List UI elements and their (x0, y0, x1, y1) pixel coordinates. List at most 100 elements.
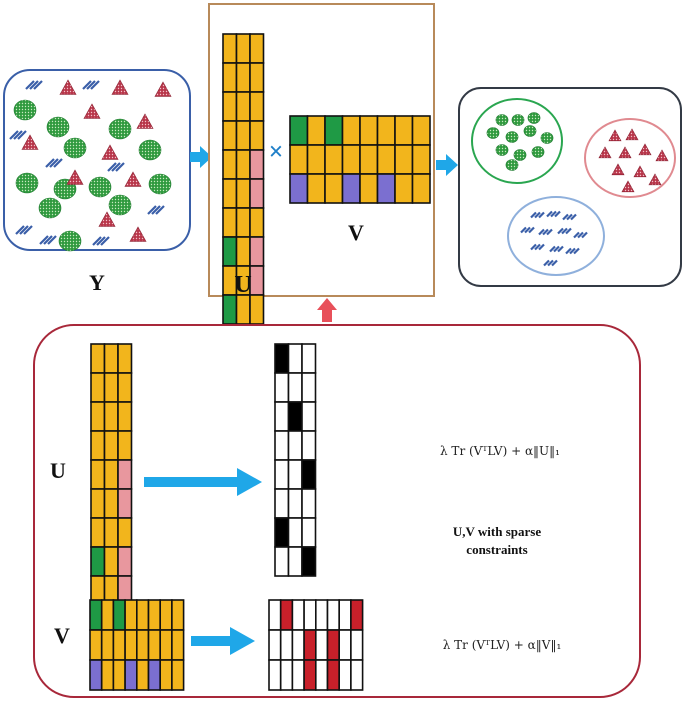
matrix-v-original-cell (147, 659, 161, 691)
arrow-right-icon (144, 468, 262, 496)
triangle-icon (21, 134, 39, 150)
triangle-icon (625, 128, 639, 141)
label-v-bottom: V (54, 623, 70, 648)
matrix-u-sparse-cell (301, 343, 317, 374)
hatch-icon (9, 130, 27, 140)
matrix-u-sparse-cell (274, 546, 290, 577)
matrix-v-sparse-cell (326, 629, 340, 661)
matrix-v-original-cell (89, 599, 103, 631)
triangle-icon (655, 149, 669, 162)
hatch-icon (92, 236, 110, 246)
matrix-v-cell (411, 173, 431, 204)
matrix-v-original-cell (112, 629, 126, 661)
matrix-u-sparse-cell (287, 517, 303, 548)
matrix-v-sparse-cell (326, 659, 340, 691)
matrix-v-original-cell (171, 599, 185, 631)
matrix-v-cell (289, 173, 309, 204)
matrix-u-original-cell (117, 430, 133, 461)
matrix-v-sparse-cell (338, 629, 352, 661)
hatch-icon (538, 228, 553, 236)
matrix-v-sparse-cell (350, 629, 364, 661)
matrix-u-original-cell (103, 343, 119, 374)
matrix-v-sparse-cell (279, 659, 294, 691)
matrix-v-sparse-cell (303, 629, 317, 661)
matrix-u-sparse-cell (274, 459, 290, 490)
matrix-u-cell (249, 265, 265, 296)
matrix-u-original-cell (117, 401, 133, 432)
triangle-icon (638, 143, 652, 156)
cluster-blue (507, 196, 605, 276)
matrix-u-cell (249, 91, 265, 122)
matrix-v-original-cell (100, 629, 115, 661)
triangle-icon (59, 79, 77, 95)
dot-cluster-icon (13, 99, 37, 121)
matrix-u-cell (235, 91, 251, 122)
arrow-right-icon (436, 154, 458, 176)
hatch-icon (25, 80, 43, 90)
matrix-v-sparse-cell (338, 599, 352, 631)
triangle-icon (621, 180, 635, 193)
matrix-u-cell (235, 178, 251, 209)
matrix-v-sparse-cell (350, 659, 364, 691)
label-u-bottom: U (50, 458, 66, 483)
matrix-v-cell (306, 173, 326, 204)
matrix-v-original-cell (100, 659, 115, 691)
dot-cluster-icon (505, 159, 519, 171)
matrix-u-cell (222, 207, 238, 238)
matrix-v-original-cell (100, 599, 115, 631)
matrix-v-cell (289, 144, 309, 175)
matrix-v-original-cell (124, 659, 138, 691)
matrix-v-sparse-cell (314, 629, 329, 661)
matrix-v-sparse-cell (303, 659, 317, 691)
matrix-u-original-cell (90, 488, 106, 519)
matrix-u-original-cell (90, 459, 106, 490)
hatch-icon (562, 213, 577, 221)
matrix-v-original-cell (159, 659, 173, 691)
matrix-v-sparse-cell (314, 599, 329, 631)
hatch-icon (82, 80, 100, 90)
matrix-v-cell (376, 144, 396, 175)
data-points-mixed (9, 79, 172, 252)
matrix-v-cell (306, 144, 326, 175)
hatch-icon (543, 259, 558, 267)
matrix-v-sparse-cell (350, 599, 364, 631)
matrix-u-cell (222, 62, 238, 93)
matrix-u-cell (222, 178, 238, 209)
matrix-v-original-cell (124, 629, 138, 661)
arrow-up-icon (317, 298, 337, 322)
matrix-u-sparse-cell (301, 459, 317, 490)
matrix-v-cell (341, 115, 361, 146)
hatch-icon (530, 243, 545, 251)
matrix-v-original-cell (147, 599, 161, 631)
hatch-icon (546, 210, 561, 218)
dot-cluster-icon (505, 131, 519, 143)
triangle-icon (111, 79, 129, 95)
matrix-u-cell (249, 236, 265, 267)
dot-cluster-icon (108, 194, 132, 216)
matrix-u-original-cell (90, 372, 106, 403)
matrix-u-original-cell (103, 372, 119, 403)
triangle-icon (136, 113, 154, 129)
hatch-icon (557, 227, 572, 235)
matrix-v-cell (289, 115, 309, 146)
matrix-v-cell (306, 115, 326, 146)
dot-cluster-icon (531, 146, 545, 158)
triangle-icon (618, 146, 632, 159)
matrix-u-sparse-cell (301, 372, 317, 403)
matrix-v-sparse-cell (338, 659, 352, 691)
matrix-v-original (89, 599, 185, 691)
matrix-u-sparse-cell (301, 517, 317, 548)
matrix-u-cell (222, 120, 238, 151)
dot-cluster-icon (527, 112, 541, 124)
triangle-icon (154, 81, 172, 97)
matrix-u-cell (235, 294, 251, 325)
matrix-u-original-cell (103, 546, 119, 577)
note-line-1: U,V with sparse (453, 524, 541, 539)
matrix-u-original-cell (103, 430, 119, 461)
dot-cluster-icon (511, 114, 525, 126)
hatch-icon (573, 231, 588, 239)
matrix-v-sparse-cell (268, 599, 282, 631)
matrix-u-original-cell (117, 517, 133, 548)
matrix-v-sparse-cell (291, 659, 305, 691)
matrix-u-cell (235, 236, 251, 267)
